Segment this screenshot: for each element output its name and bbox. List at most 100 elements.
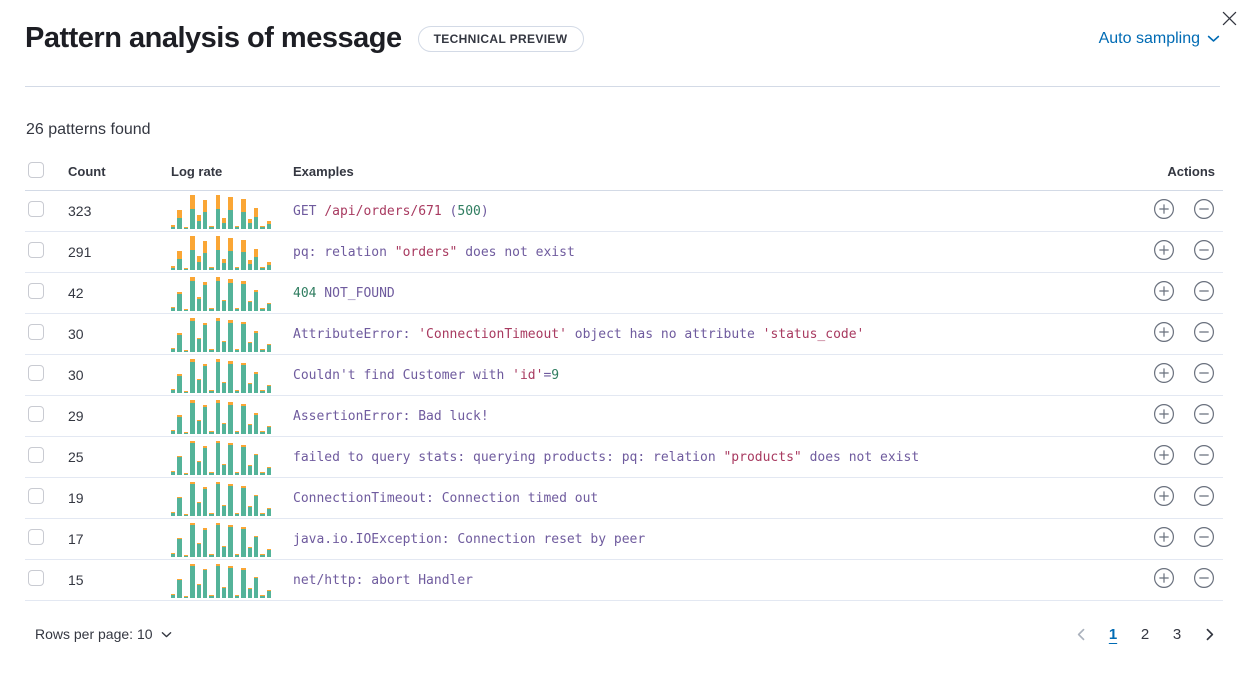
pagination: 1 2 3 (1070, 621, 1220, 647)
filter-out-pattern-button[interactable] (1193, 485, 1215, 507)
technical-preview-badge: TECHNICAL PREVIEW (417, 25, 584, 52)
filter-out-pattern-button[interactable] (1193, 526, 1215, 548)
page-button-1[interactable]: 1 (1102, 621, 1124, 647)
filter-in-pattern-button[interactable] (1153, 485, 1175, 507)
pattern-example: AttributeError: 'ConnectionTimeout' obje… (293, 313, 1127, 355)
filter-in-pattern-button[interactable] (1153, 403, 1175, 425)
pattern-example: 404 NOT_FOUND (293, 272, 1127, 314)
row-checkbox[interactable] (28, 405, 44, 422)
filter-out-pattern-button[interactable] (1193, 198, 1215, 220)
plus-circle-icon (1153, 321, 1175, 343)
sampling-dropdown[interactable]: Auto sampling (1099, 30, 1220, 48)
log-rate-sparkline (171, 521, 271, 557)
log-rate-sparkline (171, 193, 271, 229)
filter-in-pattern-button[interactable] (1153, 526, 1175, 548)
log-rate-sparkline (171, 480, 271, 516)
filter-out-pattern-button[interactable] (1193, 280, 1215, 302)
pattern-example: pq: relation "orders" does not exist (293, 231, 1127, 273)
page-button-3[interactable]: 3 (1166, 621, 1188, 647)
pattern-count: 19 (68, 477, 171, 519)
pattern-count: 25 (68, 436, 171, 478)
filter-in-pattern-button[interactable] (1153, 198, 1175, 220)
row-checkbox[interactable] (28, 446, 44, 463)
row-checkbox[interactable] (28, 323, 44, 340)
pattern-count: 42 (68, 272, 171, 314)
filter-in-pattern-button[interactable] (1153, 567, 1175, 589)
filter-out-pattern-button[interactable] (1193, 321, 1215, 343)
filter-out-pattern-button[interactable] (1193, 239, 1215, 261)
log-rate-sparkline (171, 562, 271, 598)
column-header-examples: Examples (293, 154, 1127, 191)
chevron-left-icon (1075, 628, 1088, 641)
close-icon (1222, 11, 1237, 26)
pattern-example: failed to query stats: querying products… (293, 436, 1127, 478)
minus-circle-icon (1193, 526, 1215, 548)
filter-in-pattern-button[interactable] (1153, 280, 1175, 302)
minus-circle-icon (1193, 444, 1215, 466)
minus-circle-icon (1193, 362, 1215, 384)
log-rate-sparkline (171, 234, 271, 270)
column-header-count: Count (68, 154, 171, 191)
pattern-row: 291 pq: relation "orders" does not exist (25, 231, 1223, 273)
next-page-button[interactable] (1198, 621, 1220, 647)
log-rate-sparkline (171, 398, 271, 434)
row-checkbox[interactable] (28, 282, 44, 299)
chevron-down-icon (161, 629, 172, 640)
flyout-body: 26 patterns found Count Log rate Example… (0, 87, 1247, 601)
rows-per-page-button[interactable]: Rows per page: 10 (35, 626, 172, 642)
filter-in-pattern-button[interactable] (1153, 239, 1175, 261)
log-rate-sparkline (171, 316, 271, 352)
pattern-example: ConnectionTimeout: Connection timed out (293, 477, 1127, 519)
filter-in-pattern-button[interactable] (1153, 362, 1175, 384)
minus-circle-icon (1193, 567, 1215, 589)
header-divider (25, 86, 1220, 87)
minus-circle-icon (1193, 280, 1215, 302)
plus-circle-icon (1153, 526, 1175, 548)
column-header-actions: Actions (1127, 154, 1223, 191)
row-checkbox[interactable] (28, 487, 44, 504)
plus-circle-icon (1153, 280, 1175, 302)
minus-circle-icon (1193, 321, 1215, 343)
filter-out-pattern-button[interactable] (1193, 362, 1215, 384)
pattern-example: java.io.IOException: Connection reset by… (293, 518, 1127, 560)
filter-in-pattern-button[interactable] (1153, 321, 1175, 343)
previous-page-button[interactable] (1070, 621, 1092, 647)
plus-circle-icon (1153, 198, 1175, 220)
plus-circle-icon (1153, 567, 1175, 589)
pattern-example: AssertionError: Bad luck! (293, 395, 1127, 437)
filter-out-pattern-button[interactable] (1193, 403, 1215, 425)
pattern-example: net/http: abort Handler (293, 559, 1127, 601)
flyout-footer: Rows per page: 10 1 2 3 (0, 601, 1247, 647)
chevron-down-icon (1207, 32, 1220, 45)
filter-in-pattern-button[interactable] (1153, 444, 1175, 466)
page-button-2[interactable]: 2 (1134, 621, 1156, 647)
page-title: Pattern analysis of message (25, 22, 402, 54)
row-checkbox[interactable] (28, 528, 44, 545)
minus-circle-icon (1193, 239, 1215, 261)
patterns-found-count: 26 patterns found (26, 121, 151, 138)
log-rate-sparkline (171, 357, 271, 393)
row-checkbox[interactable] (28, 241, 44, 258)
row-checkbox[interactable] (28, 364, 44, 381)
plus-circle-icon (1153, 444, 1175, 466)
plus-circle-icon (1153, 362, 1175, 384)
close-button[interactable] (1216, 5, 1242, 31)
minus-circle-icon (1193, 403, 1215, 425)
pattern-row: 25 failed to query stats: querying produc… (25, 436, 1223, 478)
column-header-log-rate: Log rate (171, 154, 293, 191)
row-checkbox[interactable] (28, 200, 44, 217)
rows-per-page-label: Rows per page: 10 (35, 626, 153, 642)
plus-circle-icon (1153, 239, 1175, 261)
pattern-example: GET /api/orders/671 (500) (293, 190, 1127, 232)
select-all-checkbox[interactable] (28, 162, 44, 178)
row-checkbox[interactable] (28, 569, 44, 586)
pattern-count: 291 (68, 231, 171, 273)
filter-out-pattern-button[interactable] (1193, 444, 1215, 466)
filter-out-pattern-button[interactable] (1193, 567, 1215, 589)
sampling-dropdown-label: Auto sampling (1098, 29, 1200, 47)
